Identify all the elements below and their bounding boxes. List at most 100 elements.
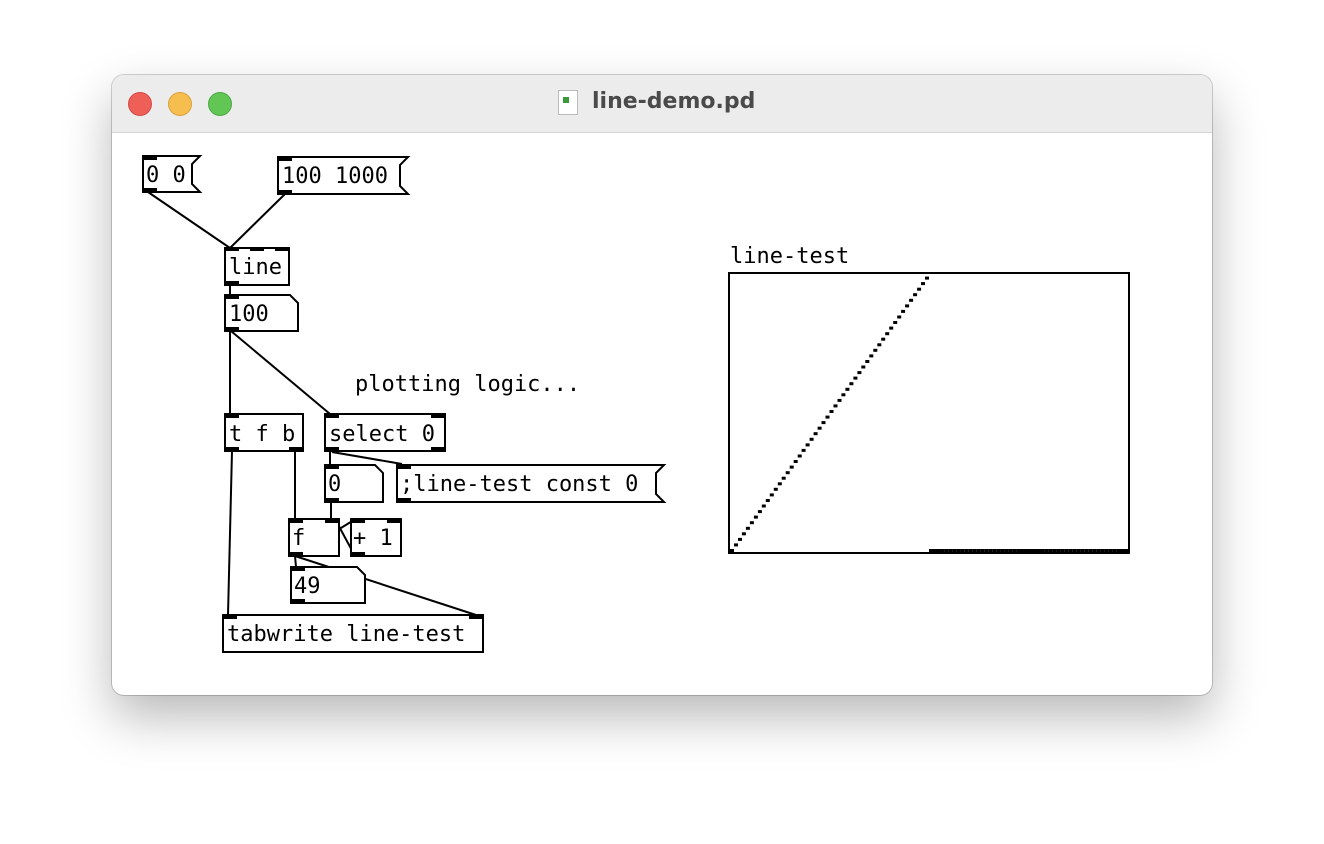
array-point — [972, 549, 977, 552]
connections — [147, 191, 477, 616]
array-point — [929, 549, 933, 552]
object-text: + 1 — [353, 526, 393, 551]
array-point — [901, 309, 906, 313]
array-point — [1016, 549, 1021, 552]
connection[interactable] — [147, 191, 231, 249]
array-point — [793, 460, 798, 463]
array-point — [940, 549, 945, 552]
array-point — [885, 332, 890, 336]
array-point — [1096, 549, 1101, 552]
array-point — [893, 321, 898, 324]
array-point — [1076, 549, 1081, 552]
array-point — [952, 549, 957, 552]
object-add[interactable] — [350, 518, 402, 557]
object-line[interactable] — [224, 247, 290, 286]
array-point — [960, 549, 965, 552]
close-button[interactable] — [128, 92, 152, 116]
array-point — [948, 549, 953, 552]
array-point — [1028, 549, 1033, 552]
array-point — [769, 493, 774, 497]
array-point — [805, 443, 810, 447]
array-point — [1120, 549, 1124, 552]
number-atom-reset[interactable] — [324, 464, 384, 503]
array-point — [1044, 549, 1049, 552]
array-point — [964, 549, 969, 552]
array-point — [738, 537, 742, 541]
array-point — [1036, 549, 1041, 552]
array-point — [1008, 549, 1013, 552]
array-point — [813, 432, 818, 436]
array-point — [734, 543, 738, 547]
array-point — [785, 471, 790, 475]
array-point — [944, 549, 949, 552]
array-point — [777, 482, 782, 486]
zoom-button[interactable] — [208, 92, 232, 116]
object-select[interactable] — [324, 413, 446, 452]
array-point — [1040, 549, 1045, 552]
array-point — [757, 510, 762, 514]
array-point — [913, 293, 918, 297]
array-point — [1068, 549, 1073, 552]
array-point — [1092, 549, 1097, 552]
array-point — [1000, 549, 1005, 552]
object-trigger[interactable] — [224, 413, 304, 452]
array-point — [1052, 549, 1057, 552]
array-point — [853, 376, 858, 380]
array-point — [833, 404, 838, 408]
array-point — [1116, 549, 1121, 552]
object-float[interactable] — [288, 518, 340, 557]
array-point — [905, 304, 910, 308]
array-point — [1024, 549, 1029, 552]
array-point — [745, 526, 750, 530]
array-point — [980, 549, 985, 552]
object-tabwrite[interactable] — [222, 614, 484, 653]
number-atom-counter[interactable] — [290, 566, 366, 604]
message-text: ;line-test const 0 — [400, 472, 638, 497]
array-point — [1124, 549, 1128, 552]
array-point — [789, 465, 794, 469]
array-point — [865, 360, 870, 363]
atom-value: 100 — [229, 302, 269, 327]
connection[interactable] — [331, 451, 403, 465]
object-text: select 0 — [329, 422, 435, 447]
array-graph[interactable] — [728, 272, 1130, 554]
array-point — [1020, 549, 1025, 552]
connection[interactable] — [227, 450, 233, 616]
array-point — [837, 398, 842, 402]
array-point — [761, 504, 766, 508]
number-atom-line-out[interactable] — [224, 294, 299, 332]
array-point — [749, 521, 754, 525]
array-point — [1112, 549, 1117, 552]
array-point — [1084, 549, 1089, 552]
array-point — [996, 549, 1001, 552]
connection[interactable] — [294, 555, 297, 568]
object-text: tabwrite line-test — [227, 622, 465, 647]
ports — [143, 156, 483, 619]
array-point — [1048, 549, 1053, 552]
array-point — [797, 454, 802, 458]
array-point — [849, 382, 854, 386]
array-point — [889, 326, 894, 330]
window-title: line-demo.pd — [592, 89, 756, 114]
array-point — [937, 549, 941, 552]
array-point — [773, 487, 778, 491]
connection[interactable] — [229, 193, 286, 249]
array-point — [1056, 549, 1061, 552]
array-point — [1088, 549, 1093, 552]
connection[interactable] — [294, 555, 477, 616]
array-point — [741, 532, 746, 536]
array-point — [1004, 549, 1009, 552]
array-point — [1080, 549, 1085, 552]
connection[interactable] — [230, 330, 331, 415]
object-text: line — [229, 255, 282, 280]
array-point — [917, 287, 922, 291]
message-text: 0 0 — [146, 163, 186, 188]
object-text: f — [292, 526, 305, 551]
array-point — [881, 337, 886, 341]
array-point — [730, 549, 734, 552]
array-point — [909, 298, 914, 302]
minimize-button[interactable] — [168, 92, 192, 116]
array-point — [1064, 549, 1069, 552]
array-point — [817, 426, 822, 430]
